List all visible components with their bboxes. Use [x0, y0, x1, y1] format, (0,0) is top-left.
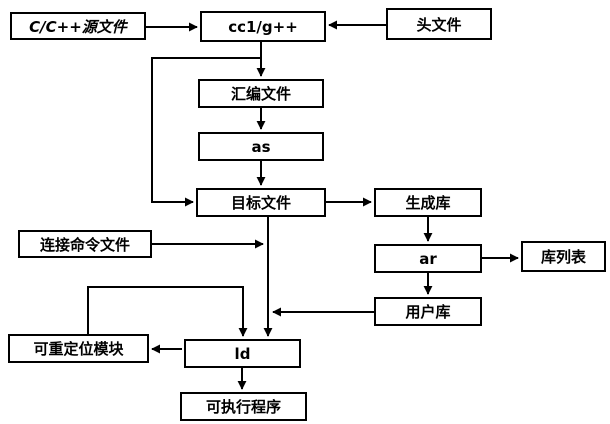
node-header-file: 头文件: [386, 8, 492, 40]
node-generate-library: 生成库: [374, 188, 482, 217]
node-ld: ld: [184, 339, 301, 368]
edge-reloc-loop-to-ld: [87, 286, 248, 337]
node-assembly-file: 汇编文件: [198, 79, 324, 108]
node-relocatable-module: 可重定位模块: [8, 334, 149, 363]
node-executable-program: 可执行程序: [180, 392, 307, 421]
node-as: as: [198, 132, 324, 161]
node-cc1-gpp: cc1/g++: [200, 11, 326, 42]
node-ar: ar: [374, 244, 482, 273]
node-user-library: 用户库: [374, 297, 482, 326]
node-object-file: 目标文件: [196, 188, 326, 217]
node-link-command-file: 连接命令文件: [18, 230, 152, 258]
edge-cc1-branch-to-obj: [151, 57, 261, 207]
node-source-file: C/C++源文件: [10, 12, 146, 40]
node-library-list: 库列表: [521, 241, 606, 272]
